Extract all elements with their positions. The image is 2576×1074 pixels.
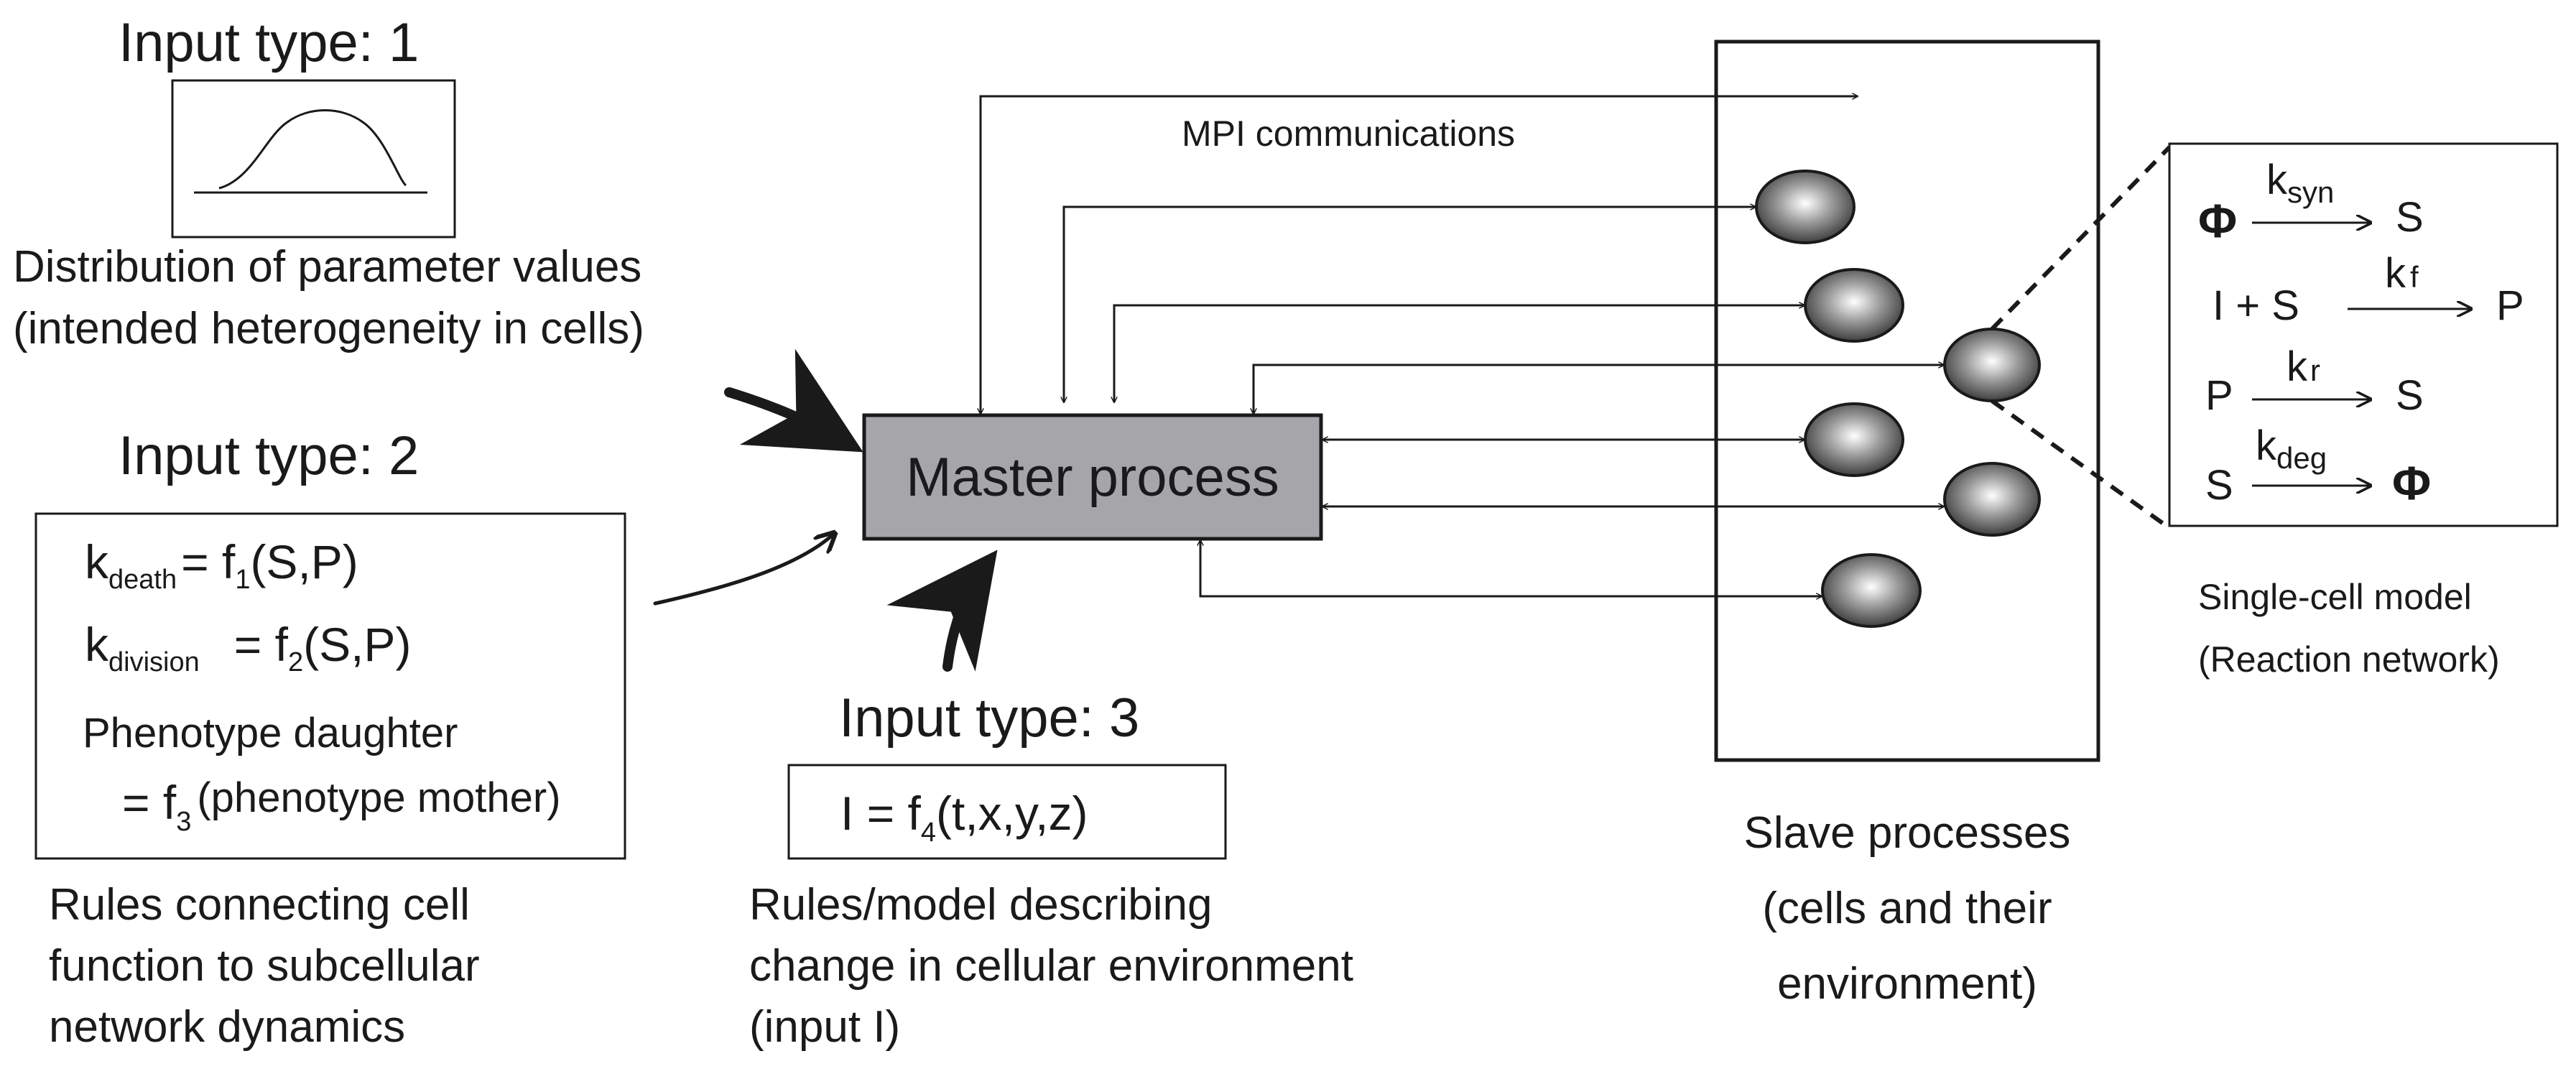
kr-label: kr — [2287, 343, 2320, 390]
phenotype-rule-line-1: Phenotype daughter — [83, 710, 458, 756]
kdivision-rule: kdivision= f2(S,P) — [85, 618, 411, 677]
kdeg-label: kdeg — [2256, 422, 2327, 475]
input-type-2: Input type: 2 kdeath= f1(S,P) kdivision=… — [34, 425, 626, 1052]
input-arrows — [653, 348, 998, 672]
input-type-2-caption-line-1: Rules connecting cell — [49, 880, 470, 930]
cell-5 — [1943, 462, 2041, 537]
environment-rule-box — [787, 764, 1227, 860]
distribution-box — [171, 79, 456, 239]
master-process: Master process — [862, 413, 1323, 541]
reaction-1-product: S — [2396, 194, 2424, 241]
mpi-communications-label: MPI communications — [1182, 114, 1515, 154]
phenotype-rule-line-2: = f3(phenotype mother) — [122, 774, 561, 837]
reaction-3-reactant: P — [2205, 372, 2233, 419]
cell-6 — [1821, 553, 1922, 628]
rules-box — [34, 512, 626, 860]
input-type-1-title: Input type: 1 — [119, 12, 419, 73]
cell-3 — [1943, 328, 2041, 402]
kdeath-rule: kdeath= f1(S,P) — [85, 535, 358, 595]
mpi-line-cell-3 — [1254, 365, 1944, 414]
slave-processes: Slave processes (cells and their environ… — [1714, 40, 2100, 1009]
input-type-3: Input type: 3 I = f4(t,x,y,z) Rules/mode… — [749, 688, 1353, 1052]
input-type-2-title: Input type: 2 — [119, 425, 419, 486]
cell-4 — [1804, 402, 1904, 477]
input-type-1-caption-line-1: Distribution of parameter values — [13, 242, 641, 292]
ksyn-label: ksyn — [2266, 157, 2334, 209]
input-type-1: Input type: 1 Distribution of parameter … — [13, 12, 644, 353]
environment-rule: I = f4(t,x,y,z) — [840, 787, 1088, 848]
slave-caption-line-2: (cells and their — [1762, 884, 2052, 933]
cell-1 — [1755, 170, 1855, 244]
cell-2 — [1804, 268, 1904, 343]
reaction-2-reactants: I + S — [2213, 282, 2299, 329]
zoom-line-top — [1990, 145, 2172, 331]
reaction-network-box — [2168, 142, 2559, 527]
master-process-box — [862, 413, 1323, 541]
reaction-2-product: P — [2496, 282, 2524, 329]
distribution-curve — [218, 109, 407, 190]
input-type-1-caption-line-2: (intended heterogeneity in cells) — [13, 304, 644, 353]
mpi-line-top — [981, 96, 1858, 414]
zoom-line-bottom — [1991, 399, 2171, 530]
input-type-2-caption-line-3: network dynamics — [49, 1002, 405, 1052]
slave-caption-line-1: Slave processes — [1744, 808, 2071, 858]
phi-sink: Φ — [2392, 456, 2431, 509]
slave-caption-line-3: environment) — [1777, 959, 2037, 1009]
mpi-connectors: MPI communications — [981, 96, 1944, 596]
input-type-3-caption-line-3: (input I) — [749, 1002, 900, 1052]
mpi-line-cell-1 — [1064, 207, 1756, 402]
input-3-arrow — [886, 550, 998, 672]
input-1-arrow — [724, 348, 863, 453]
input-type-3-caption-line-1: Rules/model describing — [749, 880, 1212, 930]
mpi-line-cell-2 — [1114, 305, 1804, 402]
phi-source: Φ — [2198, 194, 2237, 247]
input-type-2-caption-line-2: function to subcellular — [49, 941, 480, 991]
input-type-3-caption-line-2: change in cellular environment — [749, 941, 1353, 991]
reaction-4-reactant: S — [2205, 462, 2233, 509]
slave-processes-box — [1714, 40, 2100, 762]
master-process-label: Master process — [906, 447, 1279, 508]
single-cell-model-caption-line-2: (Reaction network) — [2198, 639, 2500, 680]
reaction-3-product: S — [2396, 372, 2424, 419]
single-cell-model-caption-line-1: Single-cell model — [2198, 577, 2472, 617]
input-2-arrow — [653, 533, 835, 606]
input-type-3-title: Input type: 3 — [839, 688, 1139, 749]
mpi-line-cell-6 — [1200, 540, 1822, 596]
